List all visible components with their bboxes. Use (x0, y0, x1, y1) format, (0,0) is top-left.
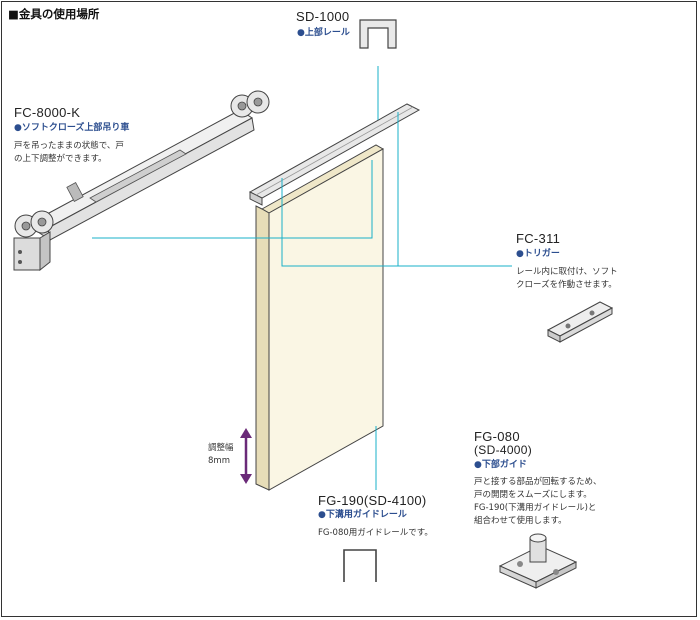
soft-close-hanger (13, 90, 270, 272)
trigger-desc-line1: レール内に取付け、ソフト (516, 267, 618, 277)
bottom-guide-model-alt: (SD-4000) (474, 443, 533, 457)
trigger-desc-line2: クローズを作動させます。 (516, 280, 617, 290)
bottom-guide-desc-line4: 組合わせて使用します。 (474, 516, 567, 526)
bottom-rail-desc: FG-080用ガイドレールです。 (318, 528, 433, 538)
bottom-guide-name: ●下部ガイド (474, 460, 527, 470)
bottom-guide-desc-line1: 戸と接する部品が回転するため、 (474, 477, 602, 487)
bottom-guide-part (498, 533, 578, 589)
page-title: ■金具の使用場所 (8, 7, 100, 21)
bottom-guide-desc-line3: FG-190(下溝用ガイドレール)と (474, 503, 597, 513)
leader-lines (92, 66, 512, 490)
bottom-rail-name: ●下溝用ガイドレール (318, 510, 407, 520)
bottom-rail-section-icon (343, 549, 377, 582)
bottom-rail-model: FG-190(SD-4100) (318, 493, 427, 508)
adjust-label: 調整幅 (208, 443, 234, 453)
hanger-model: FC-8000-K (14, 105, 81, 120)
bottom-guide-model: FG-080 (474, 429, 520, 444)
hanger-name: ●ソフトクローズ上部吊り車 (14, 123, 130, 133)
trigger-part (546, 301, 614, 343)
bottom-guide-desc-line2: 戸の開閉をスムーズにします。 (474, 490, 592, 500)
trigger-model: FC-311 (516, 231, 561, 246)
hanger-desc-line2: の上下調整ができます。 (14, 154, 107, 164)
adjustment-arrow (240, 428, 252, 484)
rail-top-name: ●上部レール (297, 28, 350, 38)
hanger-desc-line1: 戸を吊ったままの状態で、戸 (14, 141, 124, 151)
trigger-name: ●トリガー (516, 249, 560, 259)
rail-top-model: SD-1000 (296, 9, 350, 24)
sliding-door (255, 144, 385, 491)
adjust-value: 8mm (208, 456, 230, 466)
rail-section-icon (359, 19, 397, 49)
